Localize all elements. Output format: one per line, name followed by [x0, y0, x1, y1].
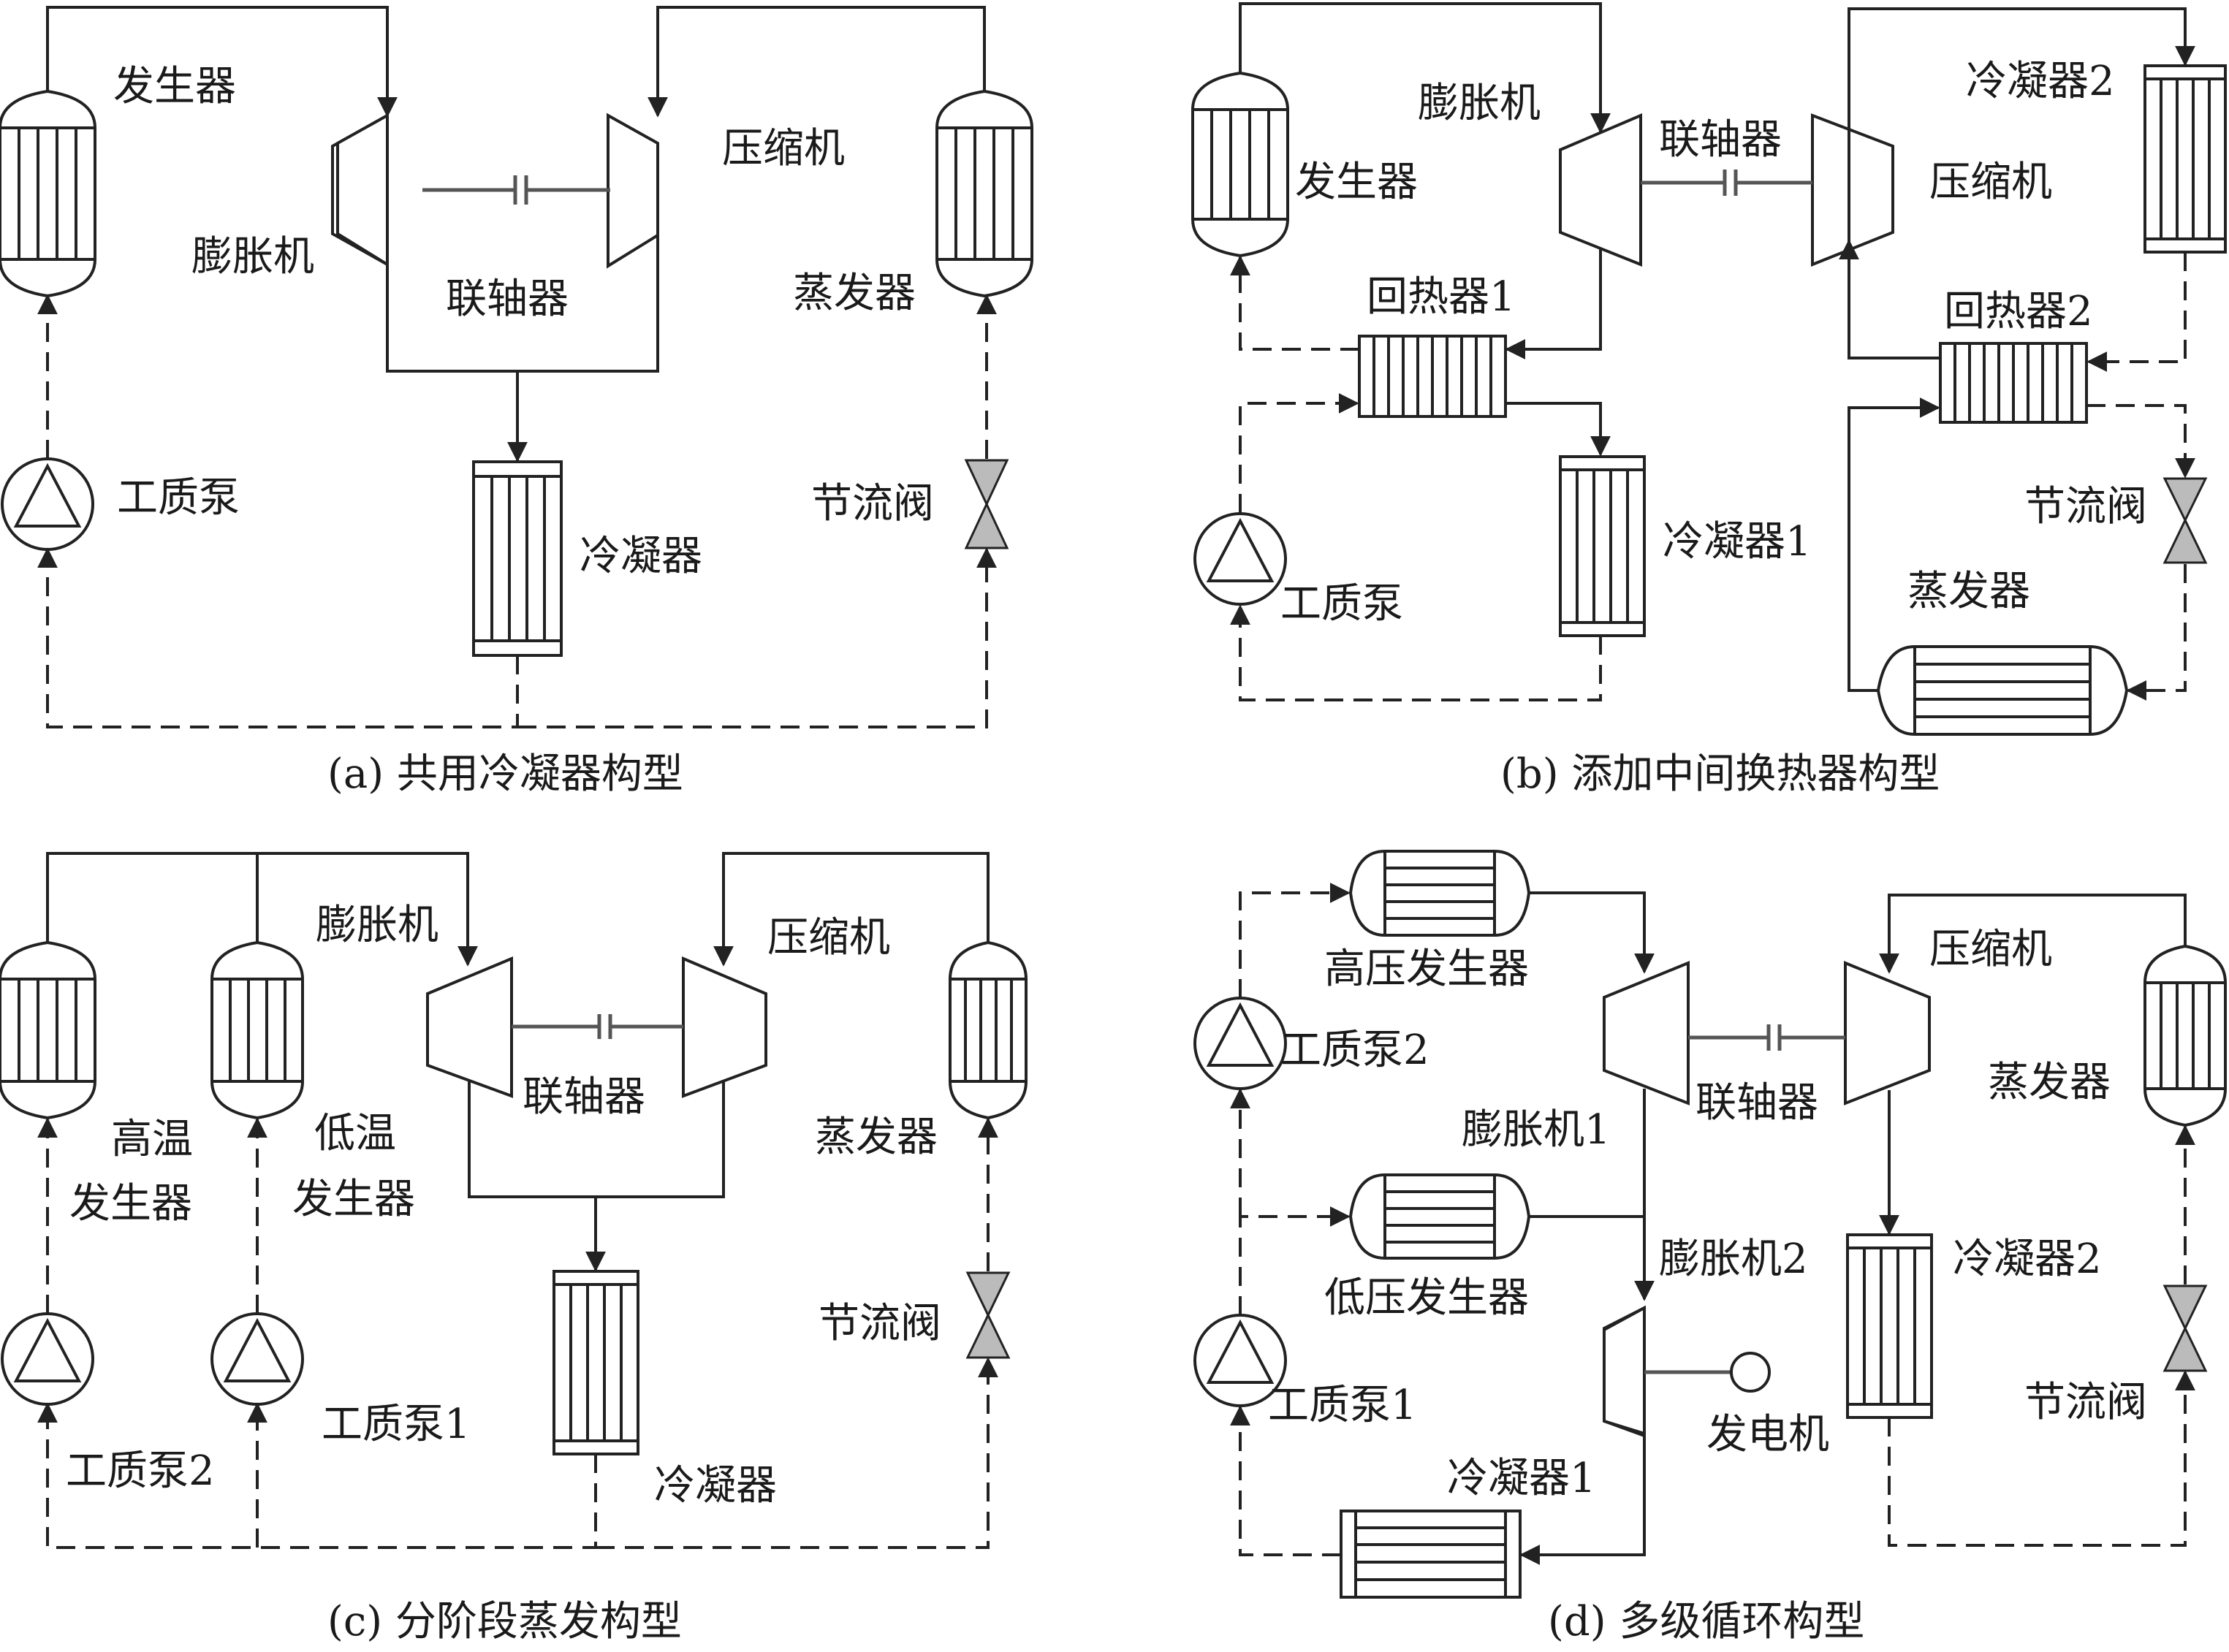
condenser1-unit [1559, 455, 1646, 637]
label-high-temp-2: 发生器 [69, 1180, 192, 1227]
label-valve: 节流阀 [2024, 1379, 2147, 1426]
label-evaporator: 蒸发器 [815, 1114, 938, 1161]
generator-vessel [0, 89, 96, 298]
caption-a: (a) 共用冷凝器构型 [327, 750, 683, 798]
panel-b: 膨胀机 联轴器 冷凝器2 发生器 压缩机 回热器1 回热器2 节流阀 冷凝器1 … [1191, 2, 2227, 798]
label-expander: 膨胀机 [316, 902, 438, 949]
label-expander2: 膨胀机2 [1659, 1236, 1808, 1283]
label-low-temp-1: 低温 [314, 1110, 396, 1157]
coupling-symbol [1641, 170, 1812, 196]
label-pump: 工质泵 [1280, 580, 1403, 628]
label-condenser1: 冷凝器1 [1663, 518, 1812, 566]
label-coupling: 联轴器 [523, 1073, 645, 1121]
label-pump1: 工质泵1 [322, 1401, 471, 1448]
low-temp-generator-vessel [210, 940, 304, 1120]
pump1-symbol [210, 1312, 304, 1406]
evaporator-vessel [935, 89, 1033, 298]
compressor-shape [607, 113, 659, 269]
pump-symbol [1, 457, 94, 551]
compressor-shape [1844, 961, 1931, 1105]
throttle-valve [2162, 1284, 2208, 1372]
label-pump1: 工质泵1 [1268, 1382, 1417, 1429]
pump-symbol [1193, 512, 1287, 606]
pump2-symbol [1, 1312, 94, 1406]
evaporator-horizontal [1876, 645, 2129, 736]
label-compressor: 压缩机 [722, 125, 845, 172]
condenser-unit [472, 460, 563, 657]
compressor-shape [1811, 113, 1894, 267]
caption-d: (d) 多级循环构型 [1548, 1598, 1864, 1645]
label-pump2: 工质泵2 [1280, 1027, 1429, 1074]
label-expander: 膨胀机 [191, 233, 314, 281]
label-coupling: 联轴器 [1696, 1079, 1818, 1127]
condenser1-horizontal [1340, 1510, 1522, 1599]
label-evaporator: 蒸发器 [793, 270, 916, 317]
label-condenser: 冷凝器 [580, 533, 702, 580]
coupling-symbol [1688, 1024, 1845, 1051]
label-recuperator2: 回热器2 [1944, 288, 2093, 335]
label-condenser1: 冷凝器1 [1447, 1455, 1596, 1502]
label-hp-generator: 高压发生器 [1324, 945, 1529, 993]
recuperator1-unit [1358, 335, 1507, 418]
throttle-valve [2162, 477, 2208, 564]
label-expander1: 膨胀机1 [1462, 1106, 1611, 1154]
coupling-symbol [422, 175, 610, 205]
high-temp-generator-vessel [0, 940, 96, 1120]
condenser2-unit [1846, 1233, 1933, 1419]
label-electric-generator: 发电机 [1706, 1411, 1829, 1458]
lp-generator-horizontal [1348, 1173, 1531, 1260]
label-valve: 节流阀 [819, 1300, 941, 1347]
label-pump2: 工质泵2 [66, 1447, 215, 1495]
label-compressor: 压缩机 [1929, 159, 2052, 206]
label-pump: 工质泵 [117, 474, 240, 522]
caption-b: (b) 添加中间换热器构型 [1500, 750, 1940, 798]
label-condenser2: 冷凝器2 [1966, 58, 2115, 105]
label-recuperator1: 回热器1 [1367, 273, 1516, 321]
expander1-shape [1603, 961, 1690, 1105]
label-valve: 节流阀 [2024, 483, 2147, 530]
electric-generator [1644, 1352, 1771, 1393]
label-condenser2: 冷凝器2 [1953, 1236, 2102, 1283]
evaporator-vessel [2143, 944, 2227, 1127]
label-low-temp-2: 发生器 [292, 1176, 415, 1223]
label-high-temp-1: 高温 [111, 1116, 193, 1163]
label-compressor: 压缩机 [1929, 926, 2052, 973]
pump2-symbol [1193, 997, 1287, 1090]
panel-c: 膨胀机 压缩机 联轴器 蒸发器 高温 发生器 低温 发生器 节流阀 工质泵1 工… [0, 852, 1028, 1645]
label-evaporator: 蒸发器 [1988, 1059, 2111, 1106]
evaporator-vessel [949, 940, 1028, 1120]
recuperator2-unit [1939, 342, 2088, 424]
label-coupling: 联轴器 [446, 275, 569, 323]
throttle-valve [964, 459, 1009, 549]
compressor-shape [682, 956, 767, 1098]
label-lp-generator: 低压发生器 [1324, 1274, 1529, 1322]
coupling-symbol [512, 1014, 683, 1039]
label-valve: 节流阀 [811, 480, 934, 528]
condenser2-unit [2143, 64, 2227, 254]
label-compressor: 压缩机 [767, 914, 890, 962]
condenser-unit [552, 1270, 639, 1455]
caption-c: (c) 分阶段蒸发构型 [327, 1598, 682, 1645]
label-evaporator: 蒸发器 [1907, 568, 2030, 615]
panel-a: 发生器 压缩机 膨胀机 联轴器 蒸发器 工质泵 节流阀 冷凝器 (a) 共用冷凝… [0, 6, 1033, 798]
generator-vessel [1191, 71, 1289, 258]
expander-shape [1559, 113, 1642, 267]
label-condenser: 冷凝器 [654, 1462, 777, 1510]
label-coupling: 联轴器 [1659, 116, 1782, 164]
label-expander: 膨胀机 [1418, 80, 1541, 127]
hp-generator-horizontal [1348, 850, 1531, 937]
panel-d: 高压发生器 压缩机 工质泵2 联轴器 蒸发器 膨胀机1 低压发生器 膨胀机2 冷… [1193, 850, 2227, 1645]
label-generator: 发生器 [113, 63, 236, 110]
label-generator: 发生器 [1295, 159, 1418, 206]
throttle-valve [965, 1271, 1011, 1359]
expander-shape [426, 956, 513, 1098]
